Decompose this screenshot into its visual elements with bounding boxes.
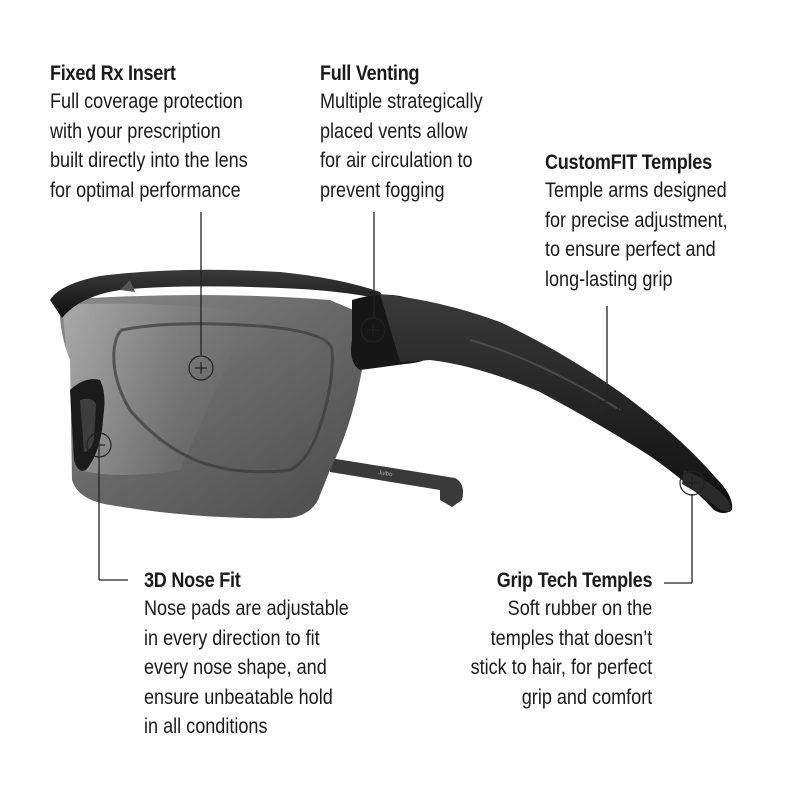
callout-title: Grip Tech Temples bbox=[496, 569, 652, 592]
far-temple-arm bbox=[330, 458, 464, 507]
callout-grip-tech-temples: Grip Tech Temples Soft rubber on the tem… bbox=[441, 568, 652, 712]
target-marker-customfit bbox=[594, 400, 620, 426]
callout-title: Fixed Rx Insert bbox=[50, 62, 176, 85]
callout-title: 3D Nose Fit bbox=[144, 569, 241, 592]
svg-text:Julbo: Julbo bbox=[378, 470, 394, 478]
target-marker-grip bbox=[679, 470, 705, 496]
near-temple-arm bbox=[380, 294, 733, 513]
rx-insert bbox=[112, 322, 334, 474]
callout-description: Nose pads are adjustable in every direct… bbox=[144, 597, 349, 738]
callout-customfit-temples: CustomFIT Temples Temple arms designed f… bbox=[545, 150, 757, 294]
grip-tip bbox=[682, 470, 732, 512]
callout-description: Full coverage protection with your presc… bbox=[50, 90, 248, 202]
brow-bar bbox=[50, 269, 386, 318]
callout-3d-nose-fit: 3D Nose Fit Nose pads are adjustable in … bbox=[144, 568, 382, 742]
callout-description: Temple arms designed for precise adjustm… bbox=[545, 179, 728, 291]
callout-full-venting: Full Venting Multiple strategically plac… bbox=[320, 61, 509, 205]
target-marker-nose bbox=[86, 432, 112, 458]
target-marker-vent bbox=[360, 317, 386, 343]
callout-description: Soft rubber on the temples that doesn’t … bbox=[470, 597, 652, 709]
leader-lines bbox=[98, 212, 693, 584]
callout-description: Multiple strategically placed vents allo… bbox=[320, 90, 483, 202]
callout-title: CustomFIT Temples bbox=[545, 151, 712, 174]
callout-fixed-rx-insert: Fixed Rx Insert Full coverage protection… bbox=[50, 61, 280, 205]
callout-title: Full Venting bbox=[320, 62, 420, 85]
target-marker-rx bbox=[188, 355, 214, 381]
